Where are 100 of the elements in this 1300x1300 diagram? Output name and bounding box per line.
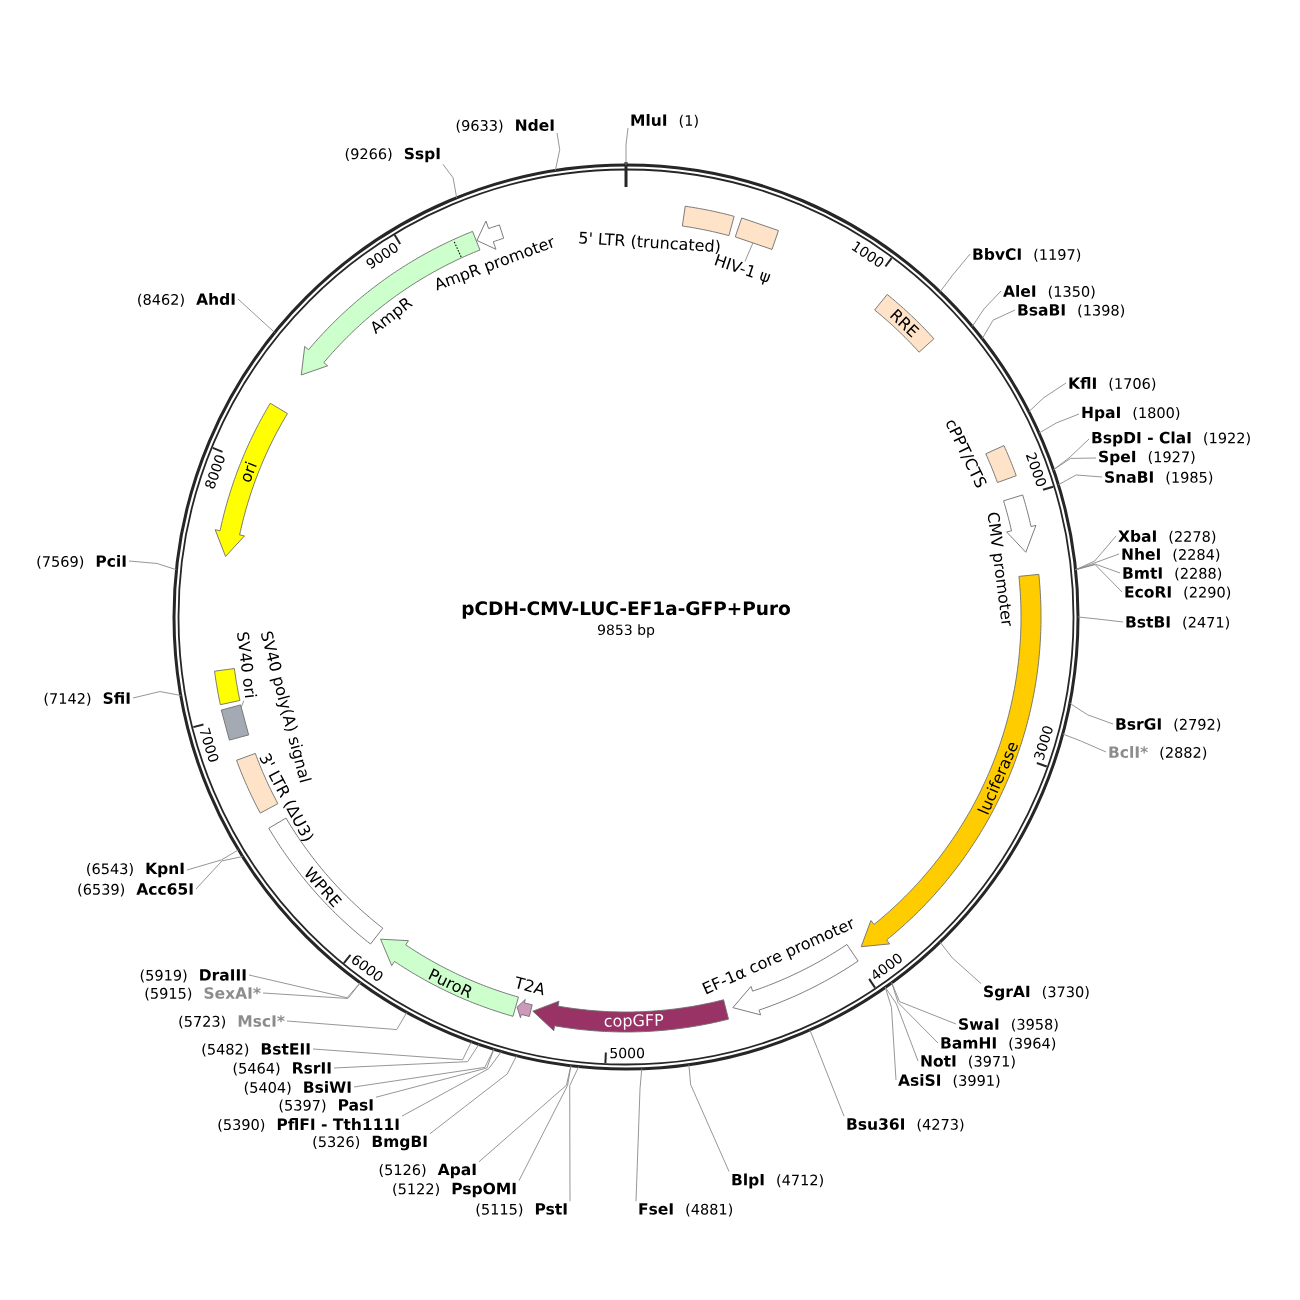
enzyme-name: BstBI <box>1126 616 1170 628</box>
enzyme-name: NdeI <box>516 119 554 131</box>
plasmid-name: pCDH-CMV-LUC-EF1a-GFP+Puro <box>462 601 790 619</box>
cut-position: (5404) <box>244 1081 291 1095</box>
cut-position: (7142) <box>44 692 91 706</box>
enzyme-name: RsrII <box>293 1062 331 1074</box>
enzyme-name: EcoRI <box>1125 586 1171 598</box>
cut-position: (3730) <box>1042 986 1089 999</box>
feature-label: HIV-1 ψ <box>714 254 771 285</box>
cut-position: (1398) <box>1078 304 1125 318</box>
enzyme-name: BmgBI <box>372 1135 427 1151</box>
cut-position: (2288) <box>1175 567 1222 581</box>
enzyme-name: SgrAI <box>984 985 1030 1001</box>
tick-label: 5000 <box>610 1047 645 1059</box>
leader-line <box>971 290 1002 327</box>
enzyme-name: MluI <box>631 114 667 126</box>
feature-label: SV40 ori <box>237 632 258 698</box>
leader-line <box>1075 563 1121 574</box>
leader-line <box>635 1068 643 1202</box>
enzyme-name: SfiI <box>103 692 130 704</box>
leader-line <box>884 986 897 1081</box>
leader-line <box>262 982 361 999</box>
leader-line <box>688 1064 730 1172</box>
enzyme-name: SwaI <box>959 1018 999 1030</box>
cut-position: (5482) <box>202 1043 249 1057</box>
feature-box <box>220 704 250 741</box>
enzyme-name: BspDI - ClaI <box>1092 431 1191 447</box>
leader-line <box>478 1065 572 1163</box>
leader-line <box>1077 616 1124 623</box>
cut-position: (5122) <box>393 1183 439 1197</box>
enzyme-name: KpnI <box>146 862 184 878</box>
feature-block: copGFP <box>532 999 729 1033</box>
enzyme-name: BstEII <box>261 1043 310 1055</box>
leader-line <box>981 309 1016 340</box>
leader-line <box>248 974 361 999</box>
enzyme-name: BbvCI <box>973 248 1021 260</box>
leader-line <box>195 856 244 890</box>
leader-line <box>1057 474 1103 486</box>
cut-position: (2284) <box>1173 548 1220 562</box>
enzyme-name: BlpI <box>732 1173 764 1189</box>
leader-line <box>1052 438 1090 471</box>
enzyme-name: BclI* <box>1109 746 1148 758</box>
cut-position: (5919) <box>140 969 187 983</box>
cut-position: (1350) <box>1048 285 1095 299</box>
leader-line <box>429 1055 518 1135</box>
leader-line <box>569 1066 580 1202</box>
leader-line <box>1028 382 1067 413</box>
leader-line <box>312 1041 472 1061</box>
enzyme-name: BsrGI <box>1116 718 1161 730</box>
cut-position: (5915) <box>145 987 192 1001</box>
cut-position: (2792) <box>1174 718 1221 732</box>
cut-position: (4881) <box>686 1203 733 1217</box>
cut-position: (1985) <box>1166 471 1213 485</box>
leader-line <box>237 298 276 333</box>
node-label: 5' LTR (truncated) <box>579 231 720 255</box>
node-label: T2A <box>516 976 544 996</box>
cut-position: (1) <box>679 114 698 128</box>
leader-line <box>240 700 245 708</box>
enzyme-name: SspI <box>404 147 440 163</box>
enzyme-name: SexAI* <box>204 987 261 999</box>
leader-line <box>891 982 957 1025</box>
cut-position: (4273) <box>917 1118 964 1132</box>
enzyme-name: PciI <box>96 555 126 567</box>
plasmid-size: 9853 bp <box>597 624 655 638</box>
leader-line <box>401 1051 502 1117</box>
cut-position: (6543) <box>87 863 133 876</box>
enzyme-name: XbaI <box>1118 530 1156 542</box>
leader-line <box>1075 564 1123 593</box>
cut-position: (8462) <box>138 293 184 307</box>
cut-position: (1922) <box>1204 432 1250 446</box>
enzyme-name: KflI <box>1069 377 1096 389</box>
tick-label: 2000 <box>1025 452 1047 487</box>
leader-line <box>809 1029 845 1117</box>
leader-line <box>554 132 561 171</box>
cut-position: (5723) <box>179 1015 226 1029</box>
cut-position: (2290) <box>1184 586 1231 600</box>
feature-box <box>734 217 779 250</box>
enzyme-name: AsiSI <box>898 1074 941 1086</box>
enzyme-name: DraIII <box>200 969 246 981</box>
leader-line <box>939 253 971 293</box>
cut-position: (1927) <box>1148 451 1195 465</box>
enzyme-name: AleI <box>1003 285 1036 297</box>
leader-line <box>132 691 182 699</box>
enzyme-name: BsaBI <box>1018 304 1065 316</box>
leader-line <box>442 163 458 199</box>
cut-position: (5115) <box>476 1203 523 1217</box>
cut-position: (5326) <box>313 1135 360 1149</box>
tick-label: 7000 <box>199 727 219 762</box>
cut-position: (7569) <box>37 555 84 569</box>
cut-position: (3964) <box>1009 1037 1056 1051</box>
cut-position: (5390) <box>218 1118 265 1132</box>
enzyme-name: NheI <box>1122 548 1160 560</box>
enzyme-name: Bsu36I <box>847 1118 904 1130</box>
enzyme-name: PflFI - Tth111I <box>277 1118 399 1130</box>
enzyme-name: AhdI <box>196 293 235 305</box>
enzyme-name: BsiWI <box>304 1081 351 1093</box>
leader-line <box>375 1048 495 1098</box>
enzyme-name: PspOMI <box>452 1182 516 1198</box>
enzyme-name: HpaI <box>1082 406 1120 422</box>
leader-line <box>1052 457 1097 471</box>
